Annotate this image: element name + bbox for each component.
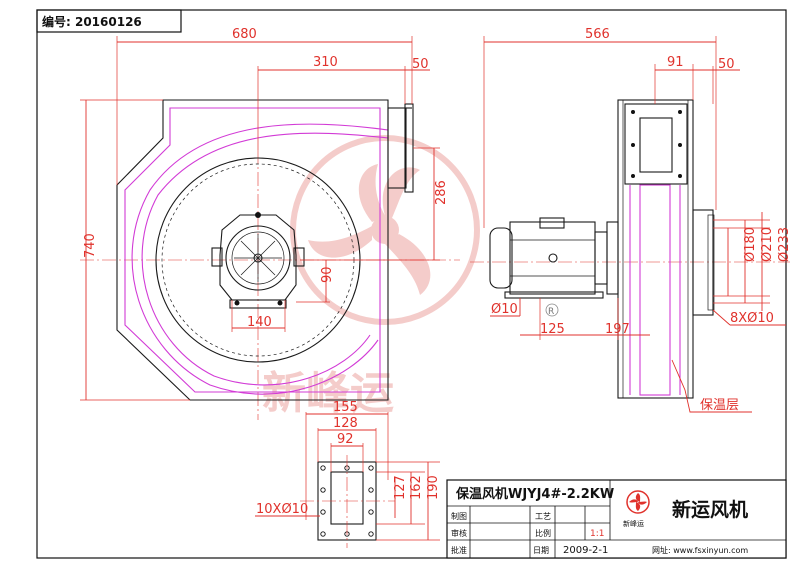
date-value: 2009-2-1 — [563, 545, 608, 556]
dim-motor-hole: Ø10 R — [490, 298, 559, 317]
dim-outlet-height: 286 — [300, 147, 449, 261]
dim-d210: Ø210 — [760, 227, 775, 262]
dim-outlet-offset: 310 — [257, 55, 406, 150]
model-name: 保温风机WJYJ4#-2.2KW — [455, 486, 614, 502]
dim-outlet-width: 50 — [405, 57, 430, 72]
drawing-number: 编号: 20160126 — [41, 14, 142, 29]
dim-8xd10: 8XØ10 — [730, 311, 774, 326]
dim-motor-base-width: 140 — [231, 300, 286, 332]
motor-front — [211, 212, 305, 309]
date-label: 日期 — [533, 546, 549, 555]
dim-d233: Ø233 — [777, 227, 792, 262]
dim-680: 680 — [232, 27, 257, 42]
company-name: 新运风机 — [672, 498, 748, 521]
dim-motor-base-height: 90 — [296, 260, 335, 303]
dim-91: 91 — [667, 55, 684, 70]
side-inlet-flange — [692, 209, 714, 316]
insulation-casing — [124, 107, 381, 393]
dim-155: 155 — [333, 400, 358, 415]
watermark-text: 新峰运 — [262, 368, 394, 419]
dim-310: 310 — [313, 55, 338, 70]
drawn-label: 制图 — [451, 511, 467, 521]
dim-50-side: 50 — [718, 57, 735, 72]
dim-286: 286 — [434, 180, 449, 205]
dim-side-bolts: 8XØ10 — [712, 309, 786, 326]
website: 网址: www.fsxinyun.com — [652, 545, 748, 555]
dim-566: 566 — [585, 27, 610, 42]
dim-d10-motor: Ø10 — [491, 302, 518, 317]
sheet-border — [36, 9, 787, 559]
dim-side-width: 566 — [483, 27, 717, 228]
dim-162: 162 — [409, 475, 424, 500]
logo-caption: 新峰运 — [623, 519, 644, 528]
side-view: 566 91 50 Ø180 Ø210 Ø233 — [470, 27, 792, 413]
front-view: 680 310 50 740 286 — [80, 27, 460, 420]
dim-d180: Ø180 — [743, 227, 758, 262]
dim-90: 90 — [320, 266, 335, 283]
outlet-duct — [387, 107, 407, 189]
side-outlet-flange — [624, 103, 688, 185]
scale-value: 1:1 — [590, 529, 604, 539]
flange-detail: 155 128 92 10XØ10 127 162 190 — [255, 400, 441, 548]
dim-740: 740 — [83, 233, 98, 258]
scale-label: 比例 — [535, 528, 551, 538]
approved-label: 批准 — [451, 545, 467, 555]
dim-front-height: 740 — [80, 99, 190, 401]
dim-side-diameters: Ø180 Ø210 Ø233 — [713, 212, 792, 311]
dim-197: 197 — [605, 322, 630, 337]
dim-side-outlet: 91 — [654, 55, 694, 104]
dim-127: 127 — [393, 475, 408, 500]
dim-128: 128 — [333, 416, 358, 431]
process-label: 工艺 — [535, 512, 551, 521]
dim-side-offsets: 125 197 — [520, 298, 650, 340]
dim-front-width: 680 — [116, 27, 413, 185]
dim-125: 125 — [540, 322, 565, 337]
svg-text:R: R — [548, 307, 554, 317]
motor-side — [489, 217, 619, 299]
drawing-number-box: 编号: 20160126 — [36, 9, 182, 33]
dim-side-outlet-width: 50 — [693, 57, 740, 104]
company-logo: 新峰运 — [623, 490, 650, 528]
dim-50-front: 50 — [412, 57, 429, 72]
dim-10xd10: 10XØ10 — [256, 502, 308, 517]
dim-140: 140 — [247, 315, 272, 330]
watermark: 新峰运 — [262, 135, 480, 419]
insulation-label: 保温层 — [700, 398, 739, 413]
insulation-callout: 保温层 — [671, 359, 752, 413]
dim-92: 92 — [337, 432, 354, 447]
checked-label: 审核 — [451, 528, 467, 538]
dim-190: 190 — [426, 475, 441, 500]
title-block: 保温风机WJYJ4#-2.2KW 制图 审核 批准 工艺 比例 1:1 日期 2… — [446, 479, 787, 559]
volute-spiral — [131, 123, 389, 395]
side-insulation — [639, 184, 671, 396]
